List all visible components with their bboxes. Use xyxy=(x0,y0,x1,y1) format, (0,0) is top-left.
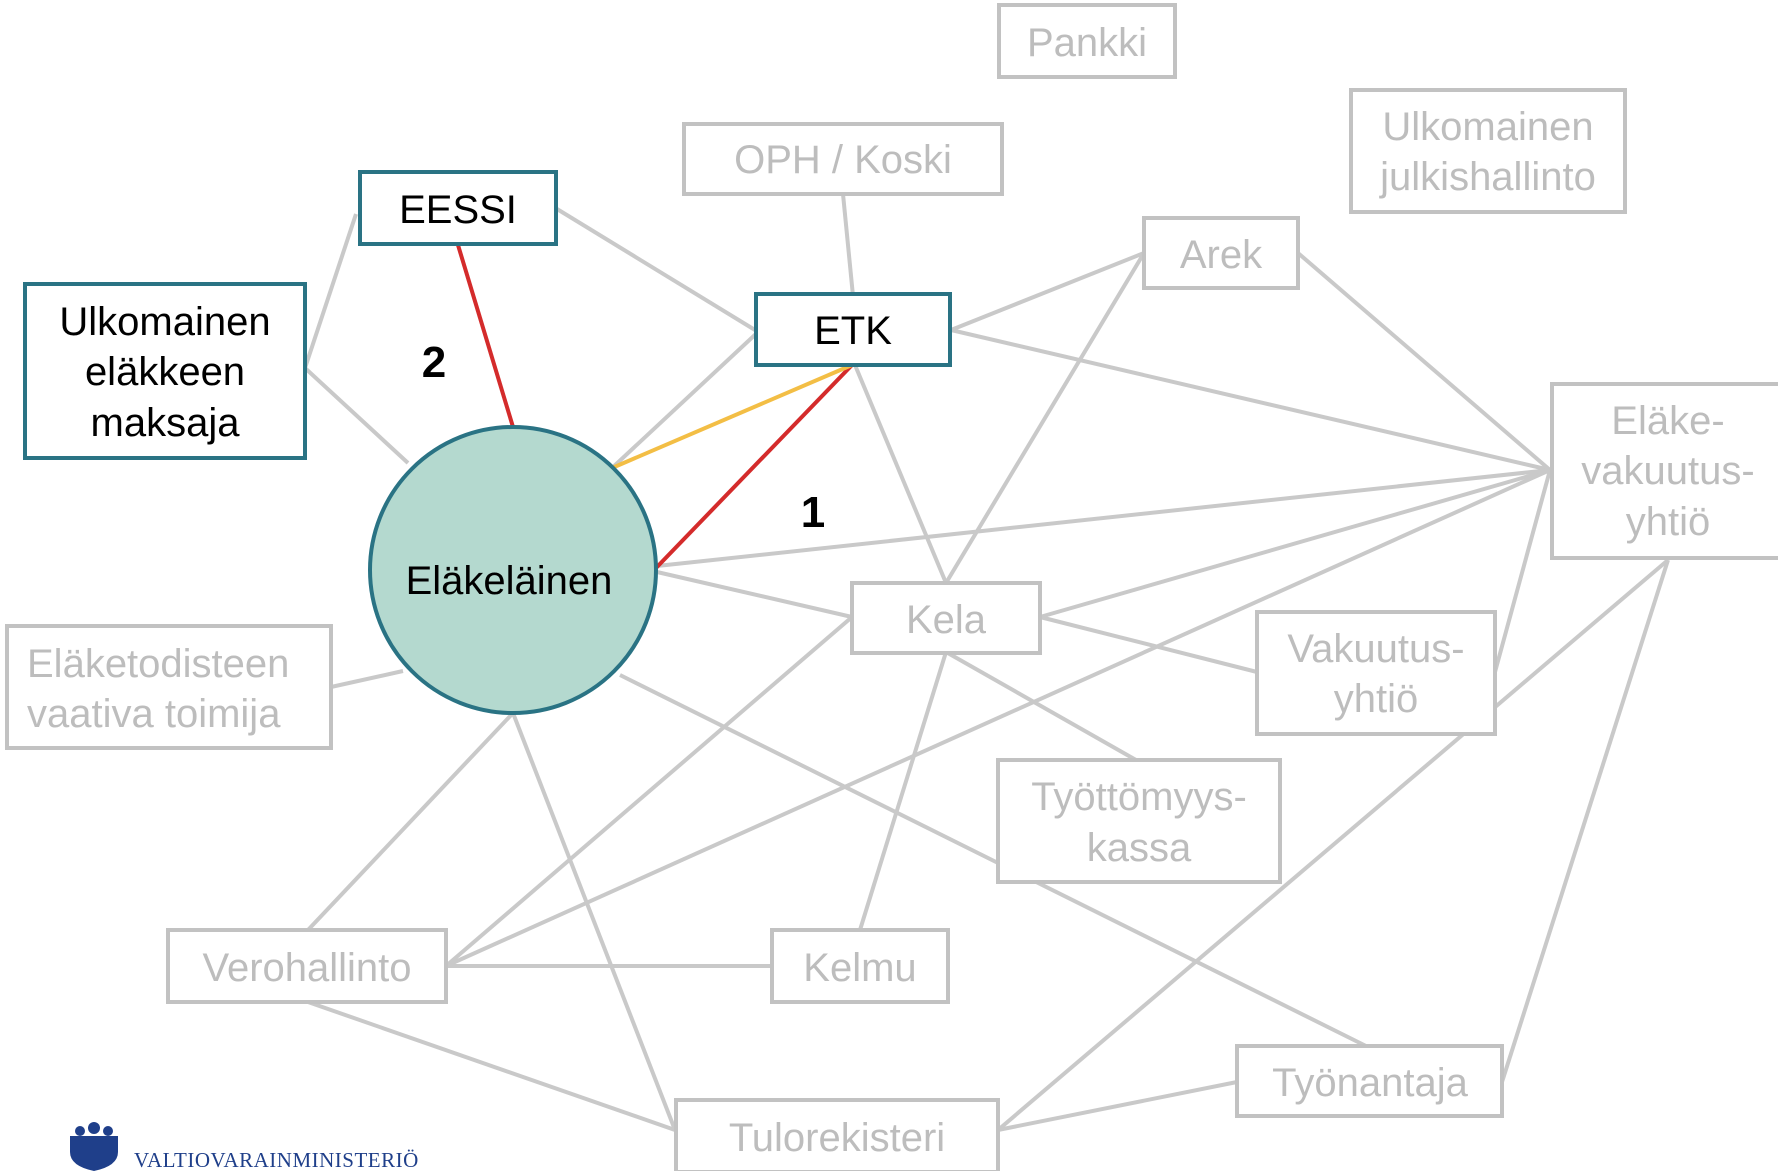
edge-tulorekisteri-elakevakuutusyhtio xyxy=(996,558,1670,1132)
node-elaketodisteen-vaativa-toimija: Eläketodisteen vaativa toimija xyxy=(5,624,333,750)
node-ulkomainen-julkishallinto: Ulkomainen julkishallinto xyxy=(1349,88,1627,214)
edge-elakelainen-elakevakuutusyhtio xyxy=(656,468,1551,568)
elakelainen-circle xyxy=(368,425,658,715)
edge-etk-elakelainen xyxy=(610,330,760,470)
path-1-label: 1 xyxy=(801,488,825,537)
node-etk-label: ETK xyxy=(814,309,892,353)
edge-red-path-1 xyxy=(654,363,854,570)
edge-tulorekisteri-tyonantaja xyxy=(997,1080,1238,1132)
node-etk: ETK xyxy=(754,292,952,367)
edge-elakelainen-kela xyxy=(656,570,853,619)
edge-kela-verohallinto xyxy=(444,615,854,968)
edge-elakelainen-tyonantaja xyxy=(619,673,1367,1048)
node-pankki-label: Pankki xyxy=(1027,21,1147,65)
edge-kela-vakuutusyhtio xyxy=(1039,615,1258,674)
gray-edges xyxy=(303,193,1670,1132)
node-kela-label: Kela xyxy=(906,598,987,642)
edge-arek-elakevakuutusyhtio xyxy=(1296,251,1552,472)
node-ulkomainen-elakkeen-maksaja: Ulkomainen eläkkeen maksaja xyxy=(23,282,307,460)
node-elakevakuutusyhtio: Eläke- vakuutus- yhtiö xyxy=(1550,382,1778,560)
node-arek-label: Arek xyxy=(1180,233,1263,277)
node-tyottomyyskassa-line-2: kassa xyxy=(1087,826,1192,870)
node-elakevakuutusyhtio-line-3: yhtiö xyxy=(1626,500,1711,544)
node-elaketodisteen-line-1: Eläketodisteen xyxy=(27,642,289,686)
edge-elakelainen-verohallinto xyxy=(306,711,515,932)
node-elaketodisteen-line-2: vaativa toimija xyxy=(27,692,281,736)
node-ulkomainen-maksaja-line-1: Ulkomainen xyxy=(59,300,270,344)
node-verohallinto-label: Verohallinto xyxy=(202,946,411,990)
node-tulorekisteri: Tulorekisteri xyxy=(674,1098,1000,1171)
node-kela: Kela xyxy=(850,581,1042,655)
node-ulkomainen-julkishallinto-line-1: Ulkomainen xyxy=(1382,105,1593,149)
node-tyonantaja-label: Työnantaja xyxy=(1272,1061,1468,1105)
edge-kela-kelmu xyxy=(858,651,948,931)
node-eessi-label: EESSI xyxy=(399,188,517,232)
node-kelmu: Kelmu xyxy=(770,928,950,1004)
node-pankki: Pankki xyxy=(997,3,1177,79)
edge-kela-tyottomyyskassa xyxy=(945,650,1137,762)
coat-of-arms-icon xyxy=(70,1122,118,1171)
node-eessi: EESSI xyxy=(358,170,558,246)
edge-etk-kela xyxy=(853,364,948,584)
path-2-label: 2 xyxy=(422,338,446,387)
node-oph-koski-label: OPH / Koski xyxy=(734,138,952,182)
edge-elakelainen-tulorekisteri xyxy=(511,712,677,1131)
node-tyottomyyskassa-line-1: Työttömyys- xyxy=(1031,775,1247,819)
node-ulkomainen-maksaja-line-3: maksaja xyxy=(91,401,241,445)
edge-etk-elakevakuutusyhtio xyxy=(950,328,1551,472)
node-ulkomainen-julkishallinto-line-2: julkishallinto xyxy=(1379,155,1596,199)
node-vakuutusyhtio: Vakuutus- yhtiö xyxy=(1255,610,1497,736)
node-arek: Arek xyxy=(1142,216,1300,290)
node-elakelainen: Eläkeläinen xyxy=(368,425,658,715)
node-ulkomainen-maksaja-line-2: eläkkeen xyxy=(85,350,245,394)
node-elakelainen-label: Eläkeläinen xyxy=(406,559,613,603)
edge-oph-etk xyxy=(841,193,855,297)
node-oph-koski: OPH / Koski xyxy=(682,122,1004,196)
edge-verohallinto-tulorekisteri xyxy=(307,1000,676,1132)
edge-elakelainen-elaketodisteen xyxy=(330,669,404,689)
edge-arek-kela xyxy=(944,251,1146,585)
edge-tyonantaja-elakevakuutusyhtio xyxy=(1500,559,1670,1083)
highlighted-edges xyxy=(456,244,854,570)
edge-ulkomainen-maksaja-elakelainen xyxy=(303,366,410,465)
edge-vakuutusyhtio-elakevakuutusyhtio xyxy=(1493,469,1552,673)
edge-etk-arek xyxy=(950,251,1145,332)
edge-eessi-etk xyxy=(555,207,757,332)
node-vakuutusyhtio-line-2: yhtiö xyxy=(1334,677,1419,721)
node-vakuutusyhtio-line-1: Vakuutus- xyxy=(1287,627,1464,671)
node-tulorekisteri-label: Tulorekisteri xyxy=(729,1116,945,1160)
edge-red-path-2 xyxy=(456,244,515,428)
node-tyottomyyskassa: Työttömyys- kassa xyxy=(996,758,1282,884)
edge-orange-path xyxy=(611,363,853,470)
node-tyonantaja: Työnantaja xyxy=(1235,1044,1504,1118)
edge-kela-elakevakuutusyhtio xyxy=(1039,468,1551,619)
node-elakevakuutusyhtio-line-2: vakuutus- xyxy=(1581,449,1754,493)
edge-eessi-ulkomainen-maksaja xyxy=(303,213,358,369)
ministry-logo: VALTIOVARAINMINISTERIÖ xyxy=(70,1122,419,1171)
node-verohallinto: Verohallinto xyxy=(166,928,448,1004)
ministry-logo-text: VALTIOVARAINMINISTERIÖ xyxy=(134,1148,419,1171)
node-kelmu-label: Kelmu xyxy=(803,946,916,990)
edge-verohallinto-elakevakuutusyhtio xyxy=(445,468,1551,968)
node-elakevakuutusyhtio-line-1: Eläke- xyxy=(1611,399,1724,443)
